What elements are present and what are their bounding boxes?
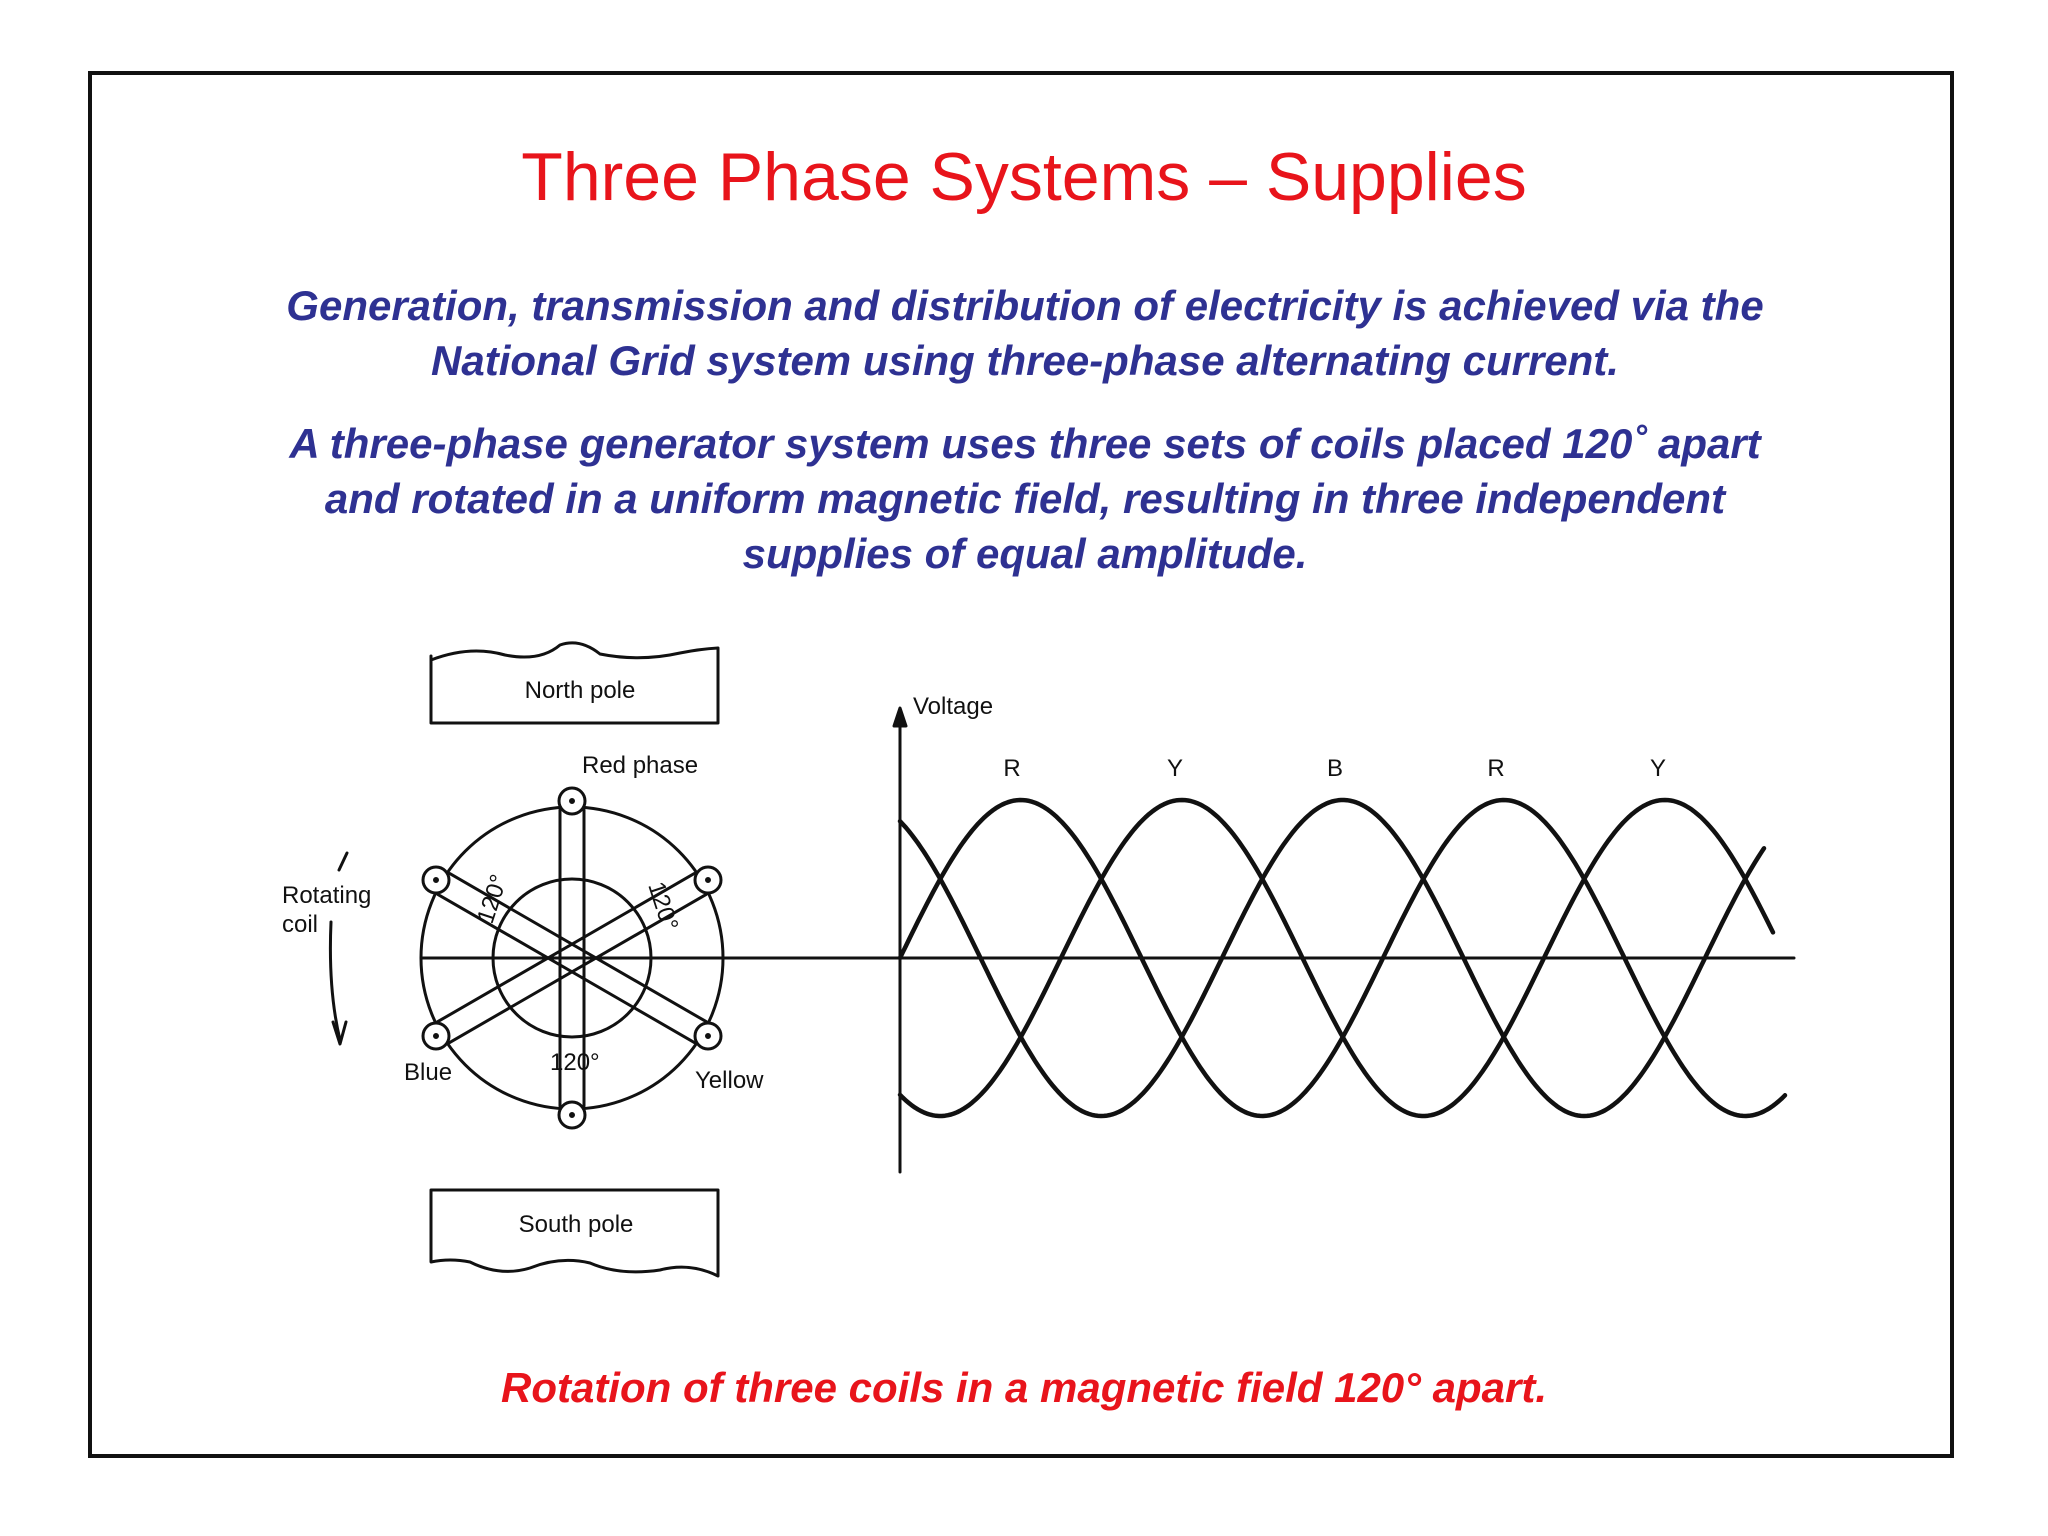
- phase-label-r2: R: [1487, 755, 1504, 782]
- north-pole-block: [429, 641, 720, 725]
- waveform-y: [897, 797, 1776, 1119]
- blue-phase-coil: [436, 872, 708, 1044]
- coil-terminal-dots: [433, 798, 711, 1118]
- voltage-label: Voltage: [913, 693, 993, 720]
- angle-label-left: 120°: [472, 871, 513, 927]
- intro-line-1: Generation, transmission and distributio…: [286, 282, 1764, 329]
- generator-line-3: supplies of equal amplitude.: [742, 530, 1308, 577]
- phase-label-y1: Y: [1167, 755, 1183, 782]
- rotating-coil-label-1: Rotating: [282, 882, 371, 909]
- red-phase-label: Red phase: [582, 752, 698, 779]
- phase-label-y2: Y: [1650, 755, 1666, 782]
- angle-label-right: 120°: [642, 879, 683, 935]
- generator-line-2: and rotated in a uniform magnetic field,…: [324, 475, 1726, 522]
- phase-waveforms: [897, 797, 1788, 1119]
- angle-label-bottom: 120°: [550, 1049, 600, 1076]
- intro-paragraph: Generation, transmission and distributio…: [220, 278, 1830, 388]
- intro-line-2: National Grid system using three-phase a…: [431, 337, 1619, 384]
- south-pole-block: [429, 1188, 720, 1278]
- generator-line-1: A three-phase generator system uses thre…: [289, 420, 1761, 467]
- yellow-phase-coil: [436, 872, 708, 1044]
- blue-label: Blue: [404, 1059, 452, 1086]
- rotating-coil-label-2: coil: [282, 911, 318, 938]
- phase-label-b1: B: [1327, 755, 1343, 782]
- voltage-axis-arrow: [892, 706, 908, 728]
- waveform-b: [897, 797, 1767, 1119]
- north-pole-label: North pole: [525, 677, 636, 704]
- generator-paragraph: A three-phase generator system uses thre…: [220, 416, 1830, 581]
- slide-frame: [88, 71, 1954, 1458]
- slide-caption: Rotation of three coils in a magnetic fi…: [500, 1364, 1548, 1411]
- south-pole-label: South pole: [519, 1211, 634, 1238]
- phase-label-r1: R: [1003, 755, 1020, 782]
- yellow-label: Yellow: [695, 1067, 764, 1094]
- rotation-arrow: [328, 851, 349, 1046]
- slide-title: Three Phase Systems – Supplies: [521, 139, 1527, 215]
